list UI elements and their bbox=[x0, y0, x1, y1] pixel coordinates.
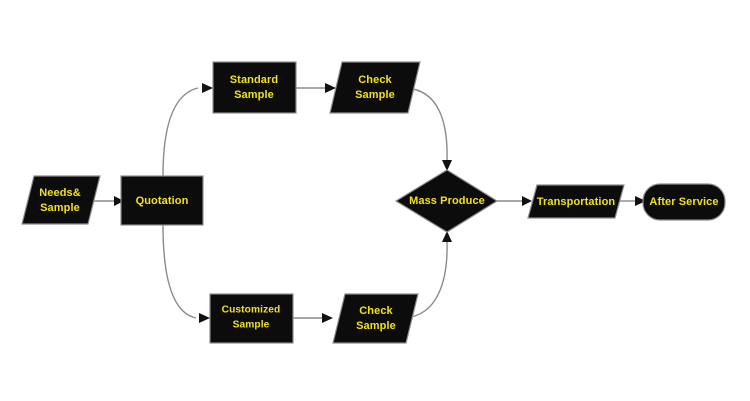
node-quotation[interactable]: Quotation bbox=[120, 175, 204, 226]
edge-customized-to-check-bottom bbox=[293, 313, 333, 323]
edge-quotation-to-customized bbox=[162, 224, 210, 323]
node-needs-sample[interactable]: Needs& Sample bbox=[21, 175, 101, 225]
edge-standard-to-check-top bbox=[296, 83, 336, 93]
node-check-sample-top[interactable]: Check Sample bbox=[329, 61, 421, 114]
edge-transportation-to-after bbox=[619, 196, 646, 206]
edge-check-bottom-to-mass bbox=[403, 231, 452, 319]
node-after-service[interactable]: After Service bbox=[642, 183, 726, 221]
node-check-sample-bottom[interactable]: Check Sample bbox=[332, 293, 419, 344]
node-standard-sample[interactable]: Standard Sample bbox=[212, 61, 297, 114]
edge-quotation-to-standard bbox=[162, 83, 213, 177]
edge-mass-to-transportation bbox=[497, 196, 532, 206]
node-transportation[interactable]: Transportation bbox=[527, 184, 625, 219]
edge-check-top-to-mass bbox=[405, 87, 452, 171]
node-mass-produce[interactable]: Mass Produce bbox=[394, 169, 499, 233]
node-customized-sample[interactable]: Customized Sample bbox=[209, 293, 294, 344]
connector-layer bbox=[86, 83, 646, 323]
